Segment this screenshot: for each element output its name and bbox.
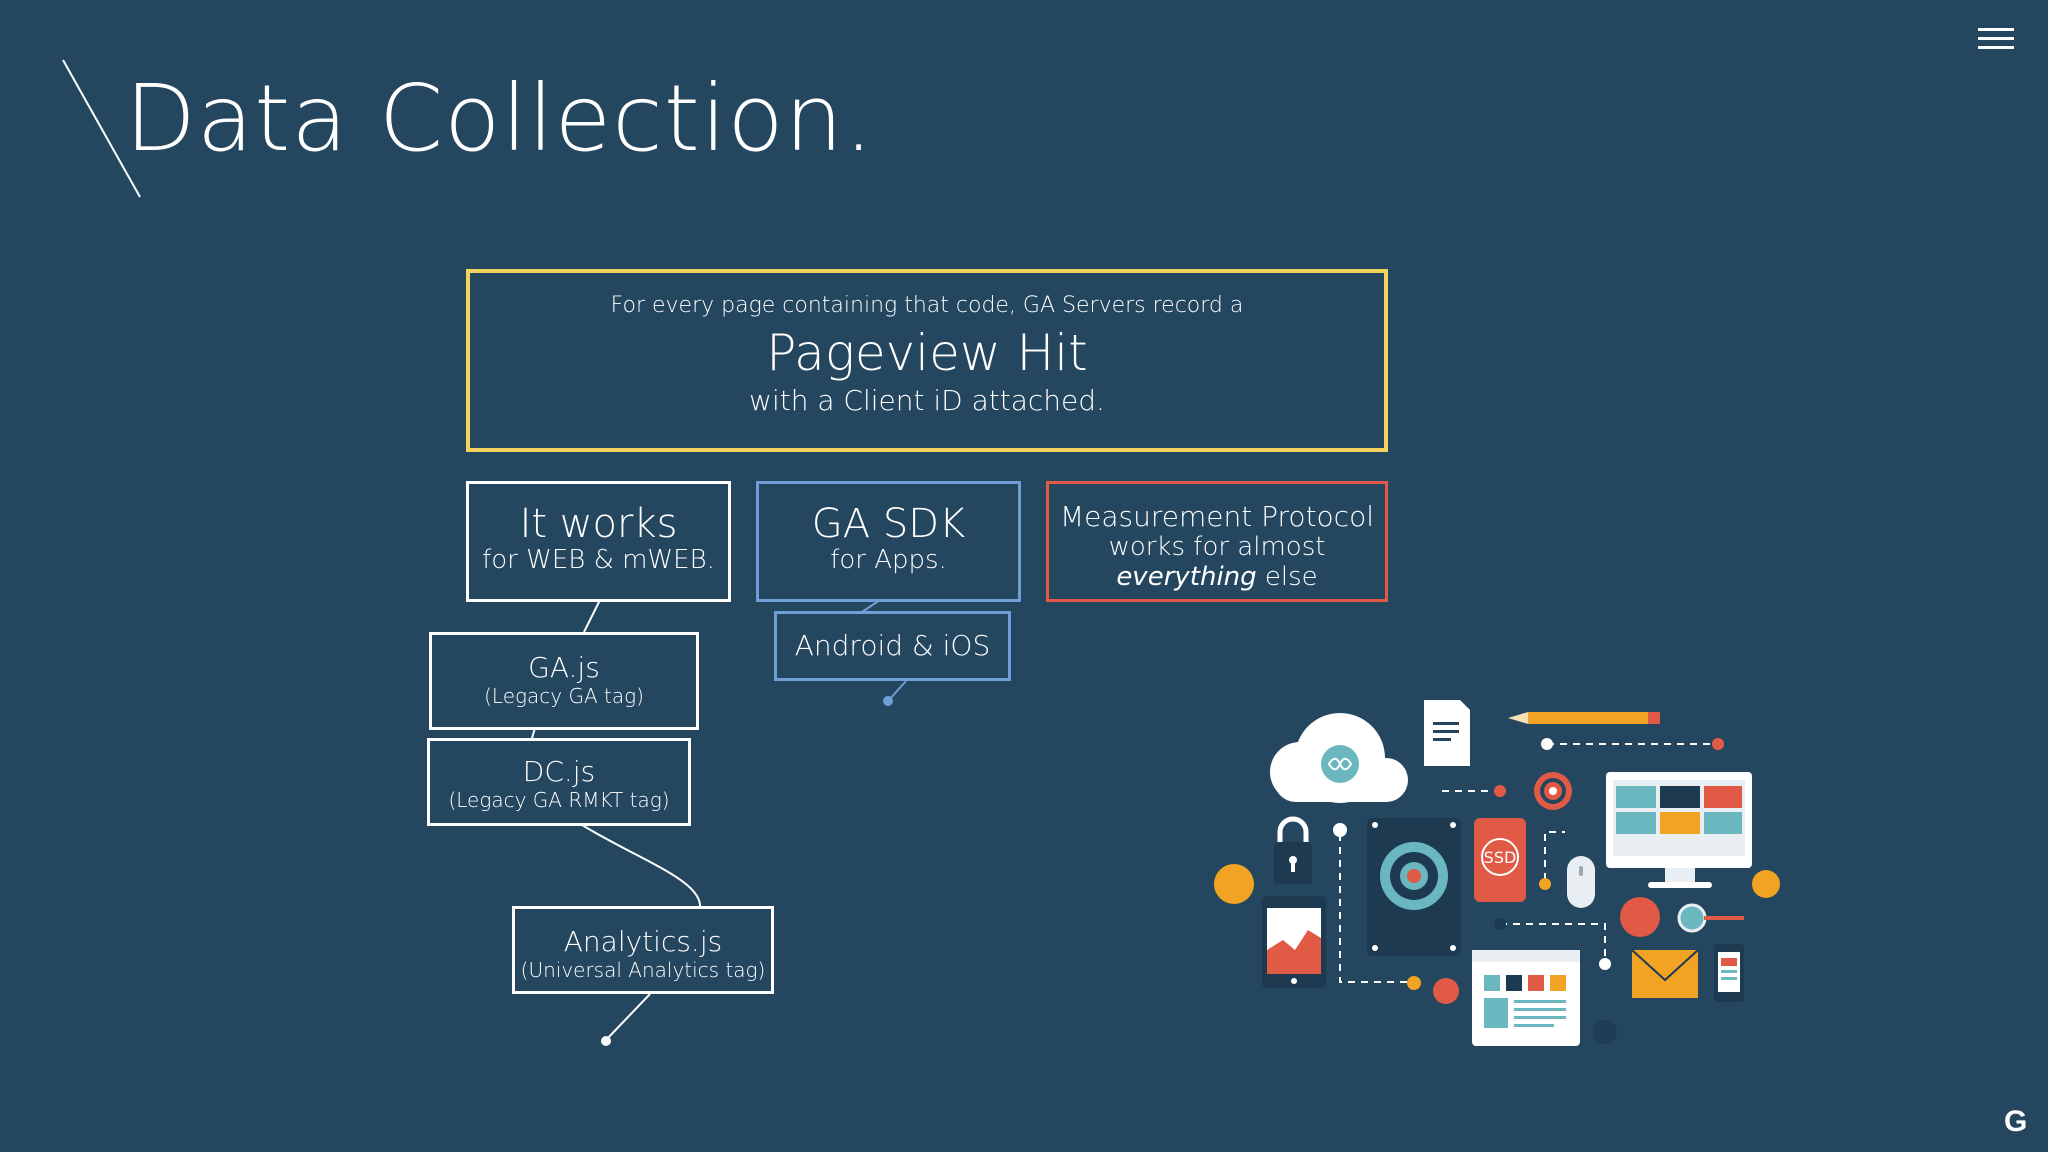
gajs-box: GA.js (Legacy GA tag) — [429, 632, 699, 730]
analyticsjs-box-title: Analytics.js — [563, 925, 723, 958]
web-box-title: It works — [519, 501, 678, 547]
title-slash-decoration — [62, 59, 141, 198]
envelope-icon — [1631, 949, 1699, 998]
sdk-box-subtitle: for Apps. — [830, 545, 947, 575]
dcjs-box-title: DC.js — [522, 755, 596, 788]
android-ios-box: Android & iOS — [774, 611, 1011, 681]
page-title: Data Collection. — [125, 65, 875, 172]
lock-icon — [1274, 816, 1312, 884]
dcjs-box-subtitle: (Legacy GA RMKT tag) — [448, 787, 670, 812]
client-id-text: with a Client iD attached. — [749, 384, 1105, 417]
tablet-chart-icon — [1262, 896, 1326, 988]
android-ios-label: Android & iOS — [794, 629, 991, 662]
mp-box-emphasis: everything — [1116, 561, 1257, 592]
analyticsjs-box: Analytics.js (Universal Analytics tag) — [512, 906, 774, 994]
gajs-box-title: GA.js — [528, 651, 600, 684]
pageview-intro-text: For every page containing that code, GA … — [610, 293, 1244, 318]
web-box: It works for WEB & mWEB. — [466, 481, 731, 602]
hard-drive-icon — [1367, 818, 1461, 956]
monitor-icon — [1606, 772, 1752, 888]
browser-window-icon — [1472, 950, 1580, 1046]
mp-box-line3: everything else — [1049, 561, 1385, 593]
mp-box-line2: works for almost — [1108, 531, 1326, 562]
ssd-label: SSD — [1484, 848, 1517, 867]
sdk-box: GA SDK for Apps. — [756, 481, 1021, 602]
web-box-subtitle: for WEB & mWEB. — [482, 545, 715, 575]
pencil-icon — [1508, 712, 1660, 724]
measurement-protocol-box: Measurement Protocol works for almost ev… — [1046, 481, 1388, 602]
phone-icon — [1714, 944, 1744, 1002]
devices-illustration: SSD — [1214, 700, 1780, 1046]
analyticsjs-box-subtitle: (Universal Analytics tag) — [520, 957, 766, 982]
gajs-box-subtitle: (Legacy GA tag) — [484, 683, 644, 708]
mouse-icon — [1567, 856, 1595, 908]
dcjs-box: DC.js (Legacy GA RMKT tag) — [427, 738, 691, 826]
document-icon — [1424, 700, 1470, 766]
gear-icon — [1534, 772, 1572, 810]
pageview-hit-heading: Pageview Hit — [766, 324, 1088, 382]
google-g-icon: G — [2004, 1105, 2028, 1138]
mp-box-line1: Measurement Protocol — [1060, 500, 1374, 533]
pageview-hit-box: For every page containing that code, GA … — [466, 269, 1388, 452]
magnifier-icon — [1677, 903, 1744, 933]
ssd-icon: SSD — [1474, 818, 1526, 902]
sdk-box-title: GA SDK — [811, 501, 966, 547]
mp-box-line3-rest: else — [1256, 561, 1318, 592]
menu-icon[interactable] — [1978, 28, 2014, 50]
cloud-icon — [1270, 713, 1408, 803]
